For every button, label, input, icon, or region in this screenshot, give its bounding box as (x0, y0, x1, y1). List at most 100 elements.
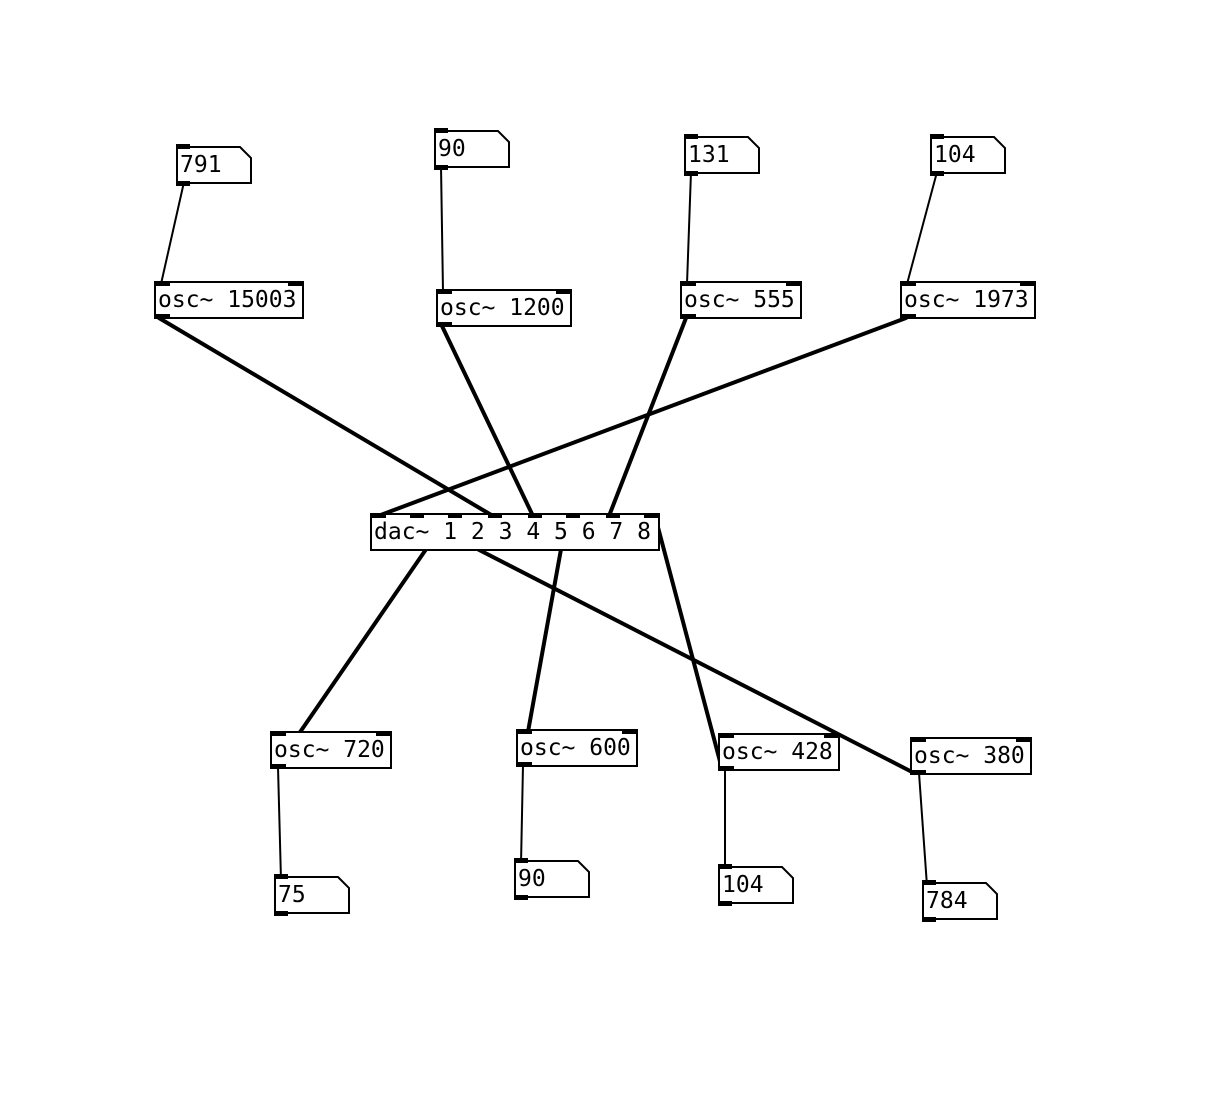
cord-osc720-to-75[interactable] (277, 766, 282, 881)
object-label: osc~ 428 (722, 739, 833, 765)
object-label: osc~ 15003 (158, 287, 297, 313)
osc-object-1200[interactable]: osc~ 1200 (436, 289, 572, 327)
dac-inlet-1[interactable] (372, 513, 386, 518)
cord-osc600-to-dac-in5[interactable] (520, 514, 569, 767)
number-value: 104 (934, 142, 976, 168)
inlet-right[interactable] (1020, 281, 1034, 286)
object-label: osc~ 600 (520, 735, 631, 761)
number-box-75[interactable]: 75 (274, 874, 350, 916)
number-value: 90 (518, 866, 546, 892)
inlet[interactable] (176, 144, 190, 149)
cord-131-to-osc555[interactable] (686, 171, 692, 285)
inlet-left[interactable] (156, 281, 170, 286)
inlet-right[interactable] (1016, 737, 1030, 742)
dac-inlet-7[interactable] (606, 513, 620, 518)
inlet-left[interactable] (902, 281, 916, 286)
cord-osc600-to-90[interactable] (520, 764, 524, 865)
cord-osc1200-to-dac-in4[interactable] (440, 324, 535, 518)
outlet[interactable] (514, 895, 528, 900)
inlet-right[interactable] (556, 289, 570, 294)
osc-object-600[interactable]: osc~ 600 (516, 729, 638, 767)
osc-object-380[interactable]: osc~ 380 (910, 737, 1032, 775)
inlet[interactable] (930, 134, 944, 139)
number-box-131[interactable]: 131 (684, 134, 760, 176)
dac-inlet-3[interactable] (448, 513, 462, 518)
cord-osc15003-to-dac-in3[interactable] (157, 316, 495, 518)
inlet-left[interactable] (438, 289, 452, 294)
inlet-right[interactable] (824, 733, 838, 738)
osc-object-15003[interactable]: osc~ 15003 (154, 281, 304, 319)
inlet-left[interactable] (518, 729, 532, 734)
outlet[interactable] (902, 314, 916, 319)
object-label: osc~ 1973 (904, 287, 1029, 313)
outlet[interactable] (684, 171, 698, 176)
osc-object-1973[interactable]: osc~ 1973 (900, 281, 1036, 319)
number-box-90-bottom[interactable]: 90 (514, 858, 590, 900)
number-box-791[interactable]: 791 (176, 144, 252, 186)
outlet[interactable] (274, 911, 288, 916)
object-label: osc~ 1200 (440, 295, 565, 321)
cord-osc380-to-dac-in1b[interactable] (411, 514, 916, 775)
number-box-frame (684, 136, 760, 174)
dac-inlet-2[interactable] (410, 513, 424, 518)
outlet[interactable] (720, 766, 734, 771)
dac-inlet-5[interactable] (528, 513, 542, 518)
number-box-frame (514, 860, 590, 898)
outlet[interactable] (272, 764, 286, 769)
number-box-104-top[interactable]: 104 (930, 134, 1006, 176)
inlet[interactable] (274, 874, 288, 879)
outlet[interactable] (434, 165, 448, 170)
inlet[interactable] (514, 858, 528, 863)
inlet-left[interactable] (720, 733, 734, 738)
number-value: 90 (438, 136, 466, 162)
outlet[interactable] (922, 917, 936, 922)
number-value: 75 (278, 882, 306, 908)
number-value: 104 (722, 872, 764, 898)
outlet[interactable] (912, 770, 926, 775)
number-box-784[interactable]: 784 (922, 880, 998, 922)
outlet[interactable] (718, 901, 732, 906)
inlet-left[interactable] (682, 281, 696, 286)
inlet-right[interactable] (622, 729, 636, 734)
cord-osc720-to-dac-in2[interactable] (274, 514, 451, 769)
inlet-right[interactable] (786, 281, 800, 286)
osc-object-428[interactable]: osc~ 428 (718, 733, 840, 771)
number-box-frame (434, 130, 510, 168)
inlet-left[interactable] (272, 731, 286, 736)
dac-inlet-4[interactable] (488, 513, 502, 518)
number-box-frame (274, 876, 350, 914)
osc-object-555[interactable]: osc~ 555 (680, 281, 802, 319)
cord-osc428-to-dac-in8[interactable] (653, 514, 724, 771)
inlet[interactable] (922, 880, 936, 885)
inlet-left[interactable] (912, 737, 926, 742)
inlet[interactable] (718, 864, 732, 869)
dac-inlet-6[interactable] (566, 513, 580, 518)
dac-inlet-8[interactable] (644, 513, 658, 518)
dac-object[interactable]: dac~ 1 2 3 4 5 6 7 8 (370, 513, 660, 551)
cord-90-to-osc1200[interactable] (440, 165, 444, 293)
inlet-right[interactable] (376, 731, 390, 736)
outlet[interactable] (438, 322, 452, 327)
number-box-frame (930, 136, 1006, 174)
number-box-104-bottom[interactable]: 104 (718, 864, 794, 906)
inlet[interactable] (684, 134, 698, 139)
cord-osc1973-to-dac-in1[interactable] (376, 316, 908, 518)
object-label: dac~ 1 2 3 4 5 6 7 8 (374, 519, 651, 545)
number-box-90-top[interactable]: 90 (434, 128, 510, 170)
number-value: 784 (926, 888, 968, 914)
outlet[interactable] (156, 314, 170, 319)
number-value: 131 (688, 142, 730, 168)
outlet[interactable] (176, 181, 190, 186)
inlet[interactable] (434, 128, 448, 133)
osc-object-720[interactable]: osc~ 720 (270, 731, 392, 769)
outlet[interactable] (518, 762, 532, 767)
cord-791-to-osc15003[interactable] (160, 181, 185, 285)
outlet[interactable] (682, 314, 696, 319)
number-box-frame (922, 882, 998, 920)
outlet[interactable] (930, 171, 944, 176)
cord-104-to-osc1973[interactable] (906, 171, 938, 285)
cord-osc380-to-784[interactable] (918, 772, 928, 887)
inlet-right[interactable] (288, 281, 302, 286)
